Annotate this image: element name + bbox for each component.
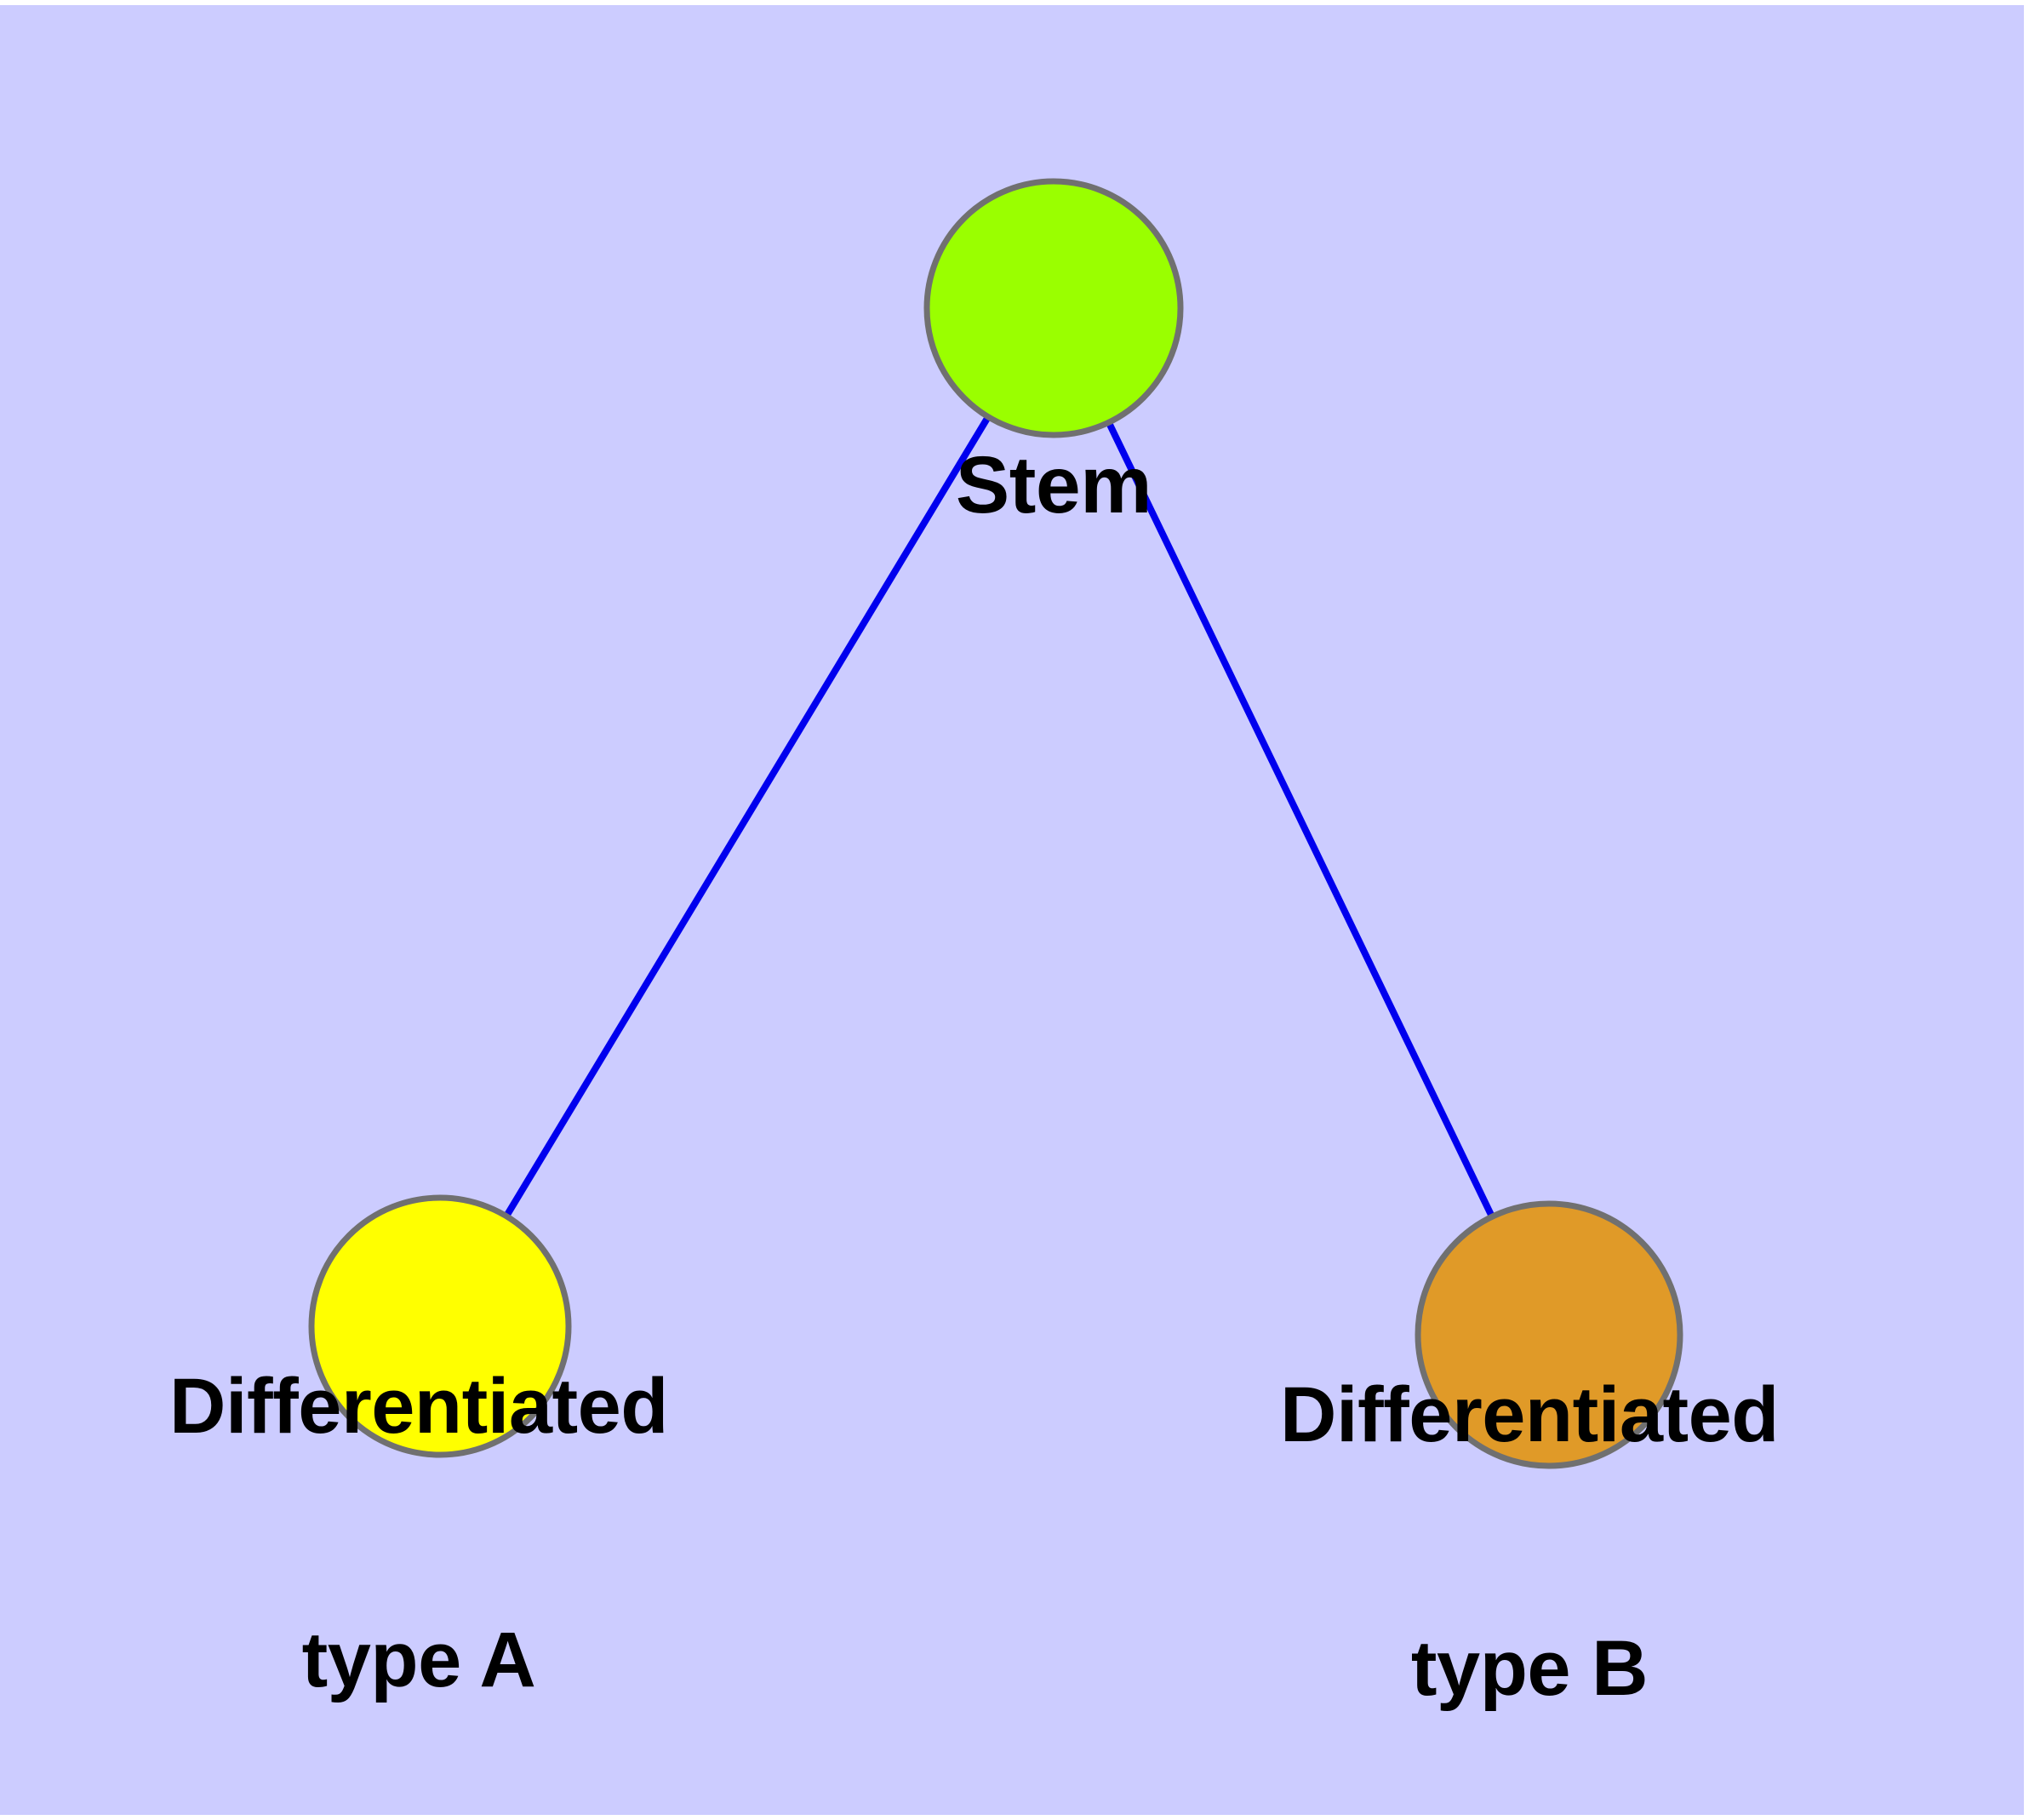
edge-layer [437, 306, 1552, 1336]
node-layer [308, 178, 1683, 1469]
node-stem[interactable] [923, 178, 1184, 438]
edge-stem-to-type-a [437, 306, 1057, 1329]
node-differentiated-type-b[interactable] [1415, 1200, 1683, 1469]
edge-stem-to-type-b [1050, 306, 1552, 1336]
cell-differentiation-network [308, 178, 1683, 1469]
node-differentiated-type-a[interactable] [308, 1194, 572, 1458]
diagram-canvas: Stem Differentiated type A Differentiate… [0, 5, 2024, 1815]
